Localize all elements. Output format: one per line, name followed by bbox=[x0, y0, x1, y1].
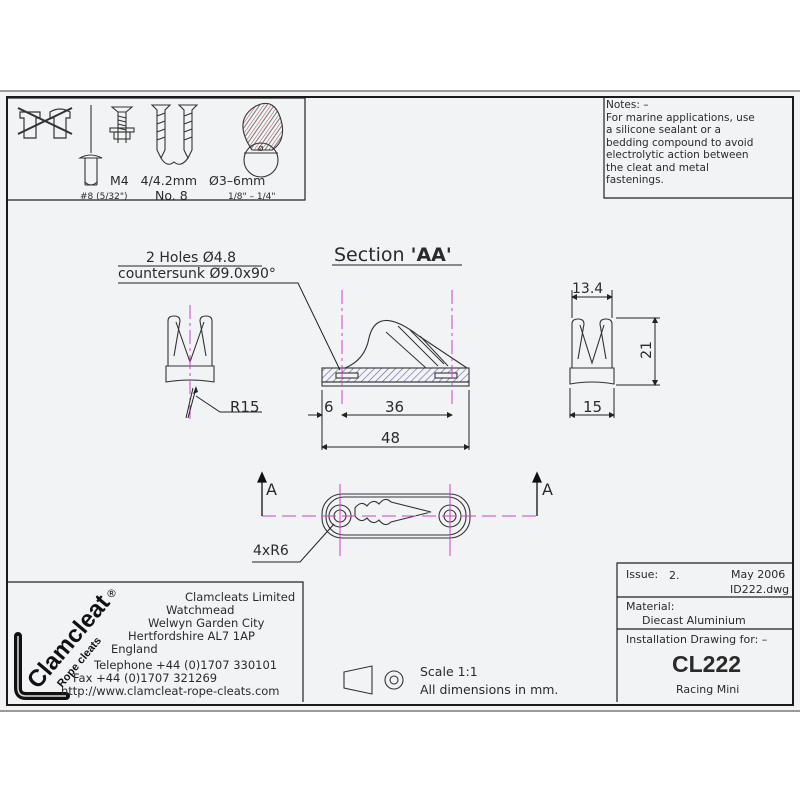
dim-top-width: 13.4 bbox=[572, 281, 604, 297]
svg-text:ø: ø bbox=[258, 144, 264, 154]
issue-value: 2. bbox=[669, 569, 680, 582]
part-number: CL222 bbox=[672, 651, 742, 677]
svg-text:®: ® bbox=[106, 587, 117, 600]
notes-line: the cleat and metal bbox=[606, 161, 709, 174]
dim-height: 21 bbox=[638, 341, 655, 359]
company-fax: Fax +44 (0)1707 321269 bbox=[73, 671, 218, 685]
radius-label: R15 bbox=[230, 398, 260, 416]
sheet-bottom-border bbox=[0, 710, 800, 712]
section-dimensions bbox=[308, 390, 470, 450]
dim-base-width: 15 bbox=[583, 398, 603, 416]
company-telephone: Telephone +44 (0)1707 330101 bbox=[94, 658, 278, 672]
notes-box bbox=[603, 98, 792, 199]
wood-screw-icon bbox=[150, 104, 199, 165]
section-arrows bbox=[256, 471, 543, 516]
drawing-for-label: Installation Drawing for: – bbox=[626, 633, 768, 646]
section-marker-left: A bbox=[266, 480, 277, 499]
holes-leader bbox=[118, 282, 341, 371]
drawing-frame bbox=[6, 96, 794, 706]
company-box bbox=[8, 581, 304, 702]
section-line bbox=[262, 484, 540, 556]
dim-length: 48 bbox=[381, 429, 401, 447]
company-website-link[interactable]: http://www.clamcleat-rope-cleats.com bbox=[61, 684, 280, 698]
dim-hole-spacing: 36 bbox=[385, 398, 405, 416]
company-name: Clamcleats Limited bbox=[185, 590, 296, 604]
part-name: Racing Mini bbox=[676, 683, 740, 696]
drawing-sheet bbox=[0, 90, 800, 710]
rope-icon: ø bbox=[242, 102, 284, 178]
third-angle-projection-icon bbox=[343, 665, 404, 695]
notes-line: bedding compound to avoid bbox=[606, 136, 754, 149]
machine-screw-icon bbox=[109, 106, 135, 143]
section-marker-right: A bbox=[542, 480, 553, 499]
rivet-size-label: #8 (5/32") bbox=[80, 192, 128, 202]
company-address-1: Watchmead bbox=[166, 603, 235, 617]
drawing-file: ID222.dwg bbox=[730, 583, 790, 596]
holes-note-line1: 2 Holes Ø4.8 bbox=[146, 250, 236, 266]
dim-edge: 6 bbox=[324, 398, 334, 416]
company-country: England bbox=[111, 642, 158, 656]
end-view-right bbox=[569, 318, 615, 385]
units-label: All dimensions in mm. bbox=[420, 682, 559, 697]
screw-size-label: No. 8 bbox=[155, 188, 188, 203]
company-address-2: Welwyn Garden City bbox=[148, 616, 265, 630]
crossed-out-bolt-icon bbox=[17, 107, 73, 139]
issue-date: May 2006 bbox=[731, 568, 786, 581]
company-address-3: Hertfordshire AL7 1AP bbox=[128, 629, 255, 643]
corner-radius-label: 4xR6 bbox=[253, 543, 289, 559]
notes-title: Notes: – bbox=[606, 99, 649, 111]
issue-label: Issue: bbox=[626, 568, 659, 581]
fastener-metric-sizes: M4 4/4.2mm Ø3–6mm bbox=[110, 173, 266, 188]
material-value: Diecast Aluminium bbox=[642, 614, 746, 627]
corner-radius-leader bbox=[252, 523, 335, 563]
section-view bbox=[321, 320, 470, 387]
section-title: Section 'AA' bbox=[334, 244, 452, 266]
title-block-box bbox=[616, 562, 792, 702]
notes-line: a silicone sealant or a bbox=[606, 124, 721, 136]
fastener-panel-box bbox=[8, 97, 306, 201]
notes-line: fastenings. bbox=[606, 174, 664, 186]
notes-line: electrolytic action between bbox=[606, 149, 749, 161]
scale-label: Scale 1:1 bbox=[420, 664, 478, 679]
holes-note-line2: countersunk Ø9.0x90° bbox=[118, 266, 276, 282]
material-label: Material: bbox=[626, 600, 675, 613]
rivet-icon bbox=[78, 105, 103, 186]
notes-panel: Notes: – For marine applications, use a … bbox=[606, 99, 790, 199]
notes-line: For marine applications, use bbox=[606, 111, 755, 124]
rope-size-label: 1/8" – 1/4" bbox=[228, 192, 276, 202]
sheet-top-border bbox=[0, 90, 800, 92]
end-view-dimensions bbox=[569, 290, 660, 418]
